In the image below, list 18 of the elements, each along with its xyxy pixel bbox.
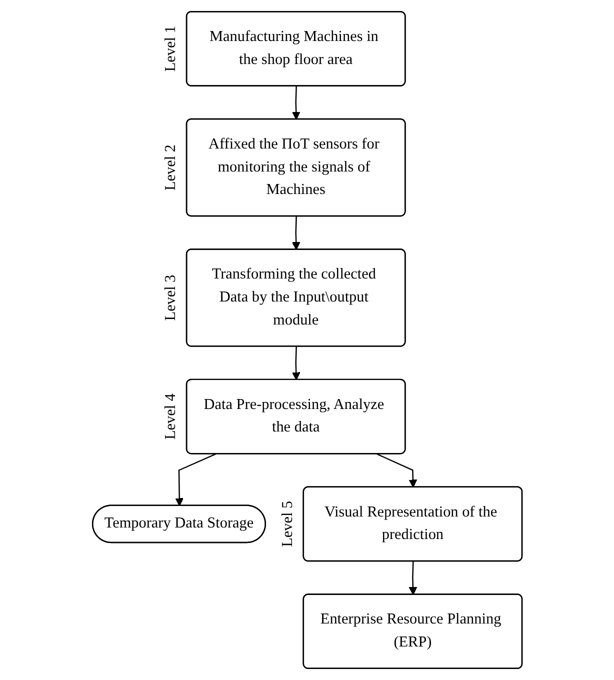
arrow: [376, 454, 417, 488]
arrow: [292, 216, 300, 250]
process-box: Affixed the ΠoT sensors for monitoring the signals of Machines: [186, 118, 406, 217]
level-label: Level 5: [278, 500, 296, 547]
arrow: [292, 346, 300, 380]
level-label: Level 3: [162, 274, 179, 321]
arrow: [174, 454, 216, 506]
process-box: Transforming the collected Data by the Input\output module: [186, 248, 406, 347]
level-label: Level 2: [162, 144, 179, 190]
level-label: Level 4: [162, 394, 179, 440]
process-box: Enterprise Resource Planning (ERP): [302, 594, 522, 669]
level-label: Level 1: [162, 26, 179, 72]
process-box: Manufacturing Machines in the shop floor area: [186, 11, 406, 86]
arrow: [408, 561, 417, 596]
process-box: Data Pre-processing, Analyze the data: [186, 378, 406, 454]
terminal-shape: Temporary Data Storage: [92, 504, 266, 544]
process-box: Visual Representation of the prediction: [302, 486, 522, 562]
arrow: [292, 86, 300, 120]
